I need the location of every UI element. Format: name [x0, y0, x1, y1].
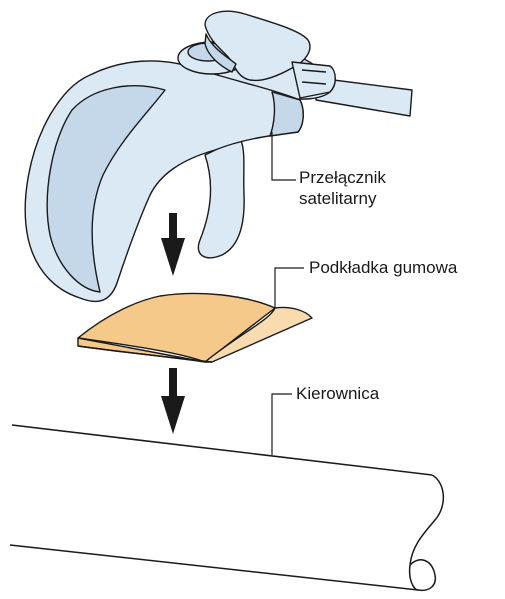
leader-satellite-switch [272, 132, 296, 180]
switch-trigger [198, 138, 244, 258]
arrow-down-1 [161, 213, 185, 276]
satellite-switch-label-line1: Przełącznik [299, 167, 386, 188]
leader-rubber-pad [275, 268, 304, 308]
satellite-switch-label: Przełącznik satelitarny [299, 167, 386, 209]
switch-clamp-bracket [292, 62, 335, 98]
rubber-pad-label: Podkładka gumowa [309, 257, 457, 278]
handlebar [10, 425, 443, 590]
handlebar-label: Kierownica [296, 383, 379, 404]
handlebar-end-cut [410, 475, 444, 590]
arrow-down-2 [161, 368, 185, 434]
satellite-switch-label-line2: satelitarny [299, 188, 386, 209]
leader-handlebar [272, 394, 292, 455]
rubber-pad [78, 293, 312, 362]
handlebar-bottom-edge [10, 545, 418, 590]
handlebar-top-edge [12, 425, 432, 475]
rubber-pad-top [78, 293, 275, 362]
